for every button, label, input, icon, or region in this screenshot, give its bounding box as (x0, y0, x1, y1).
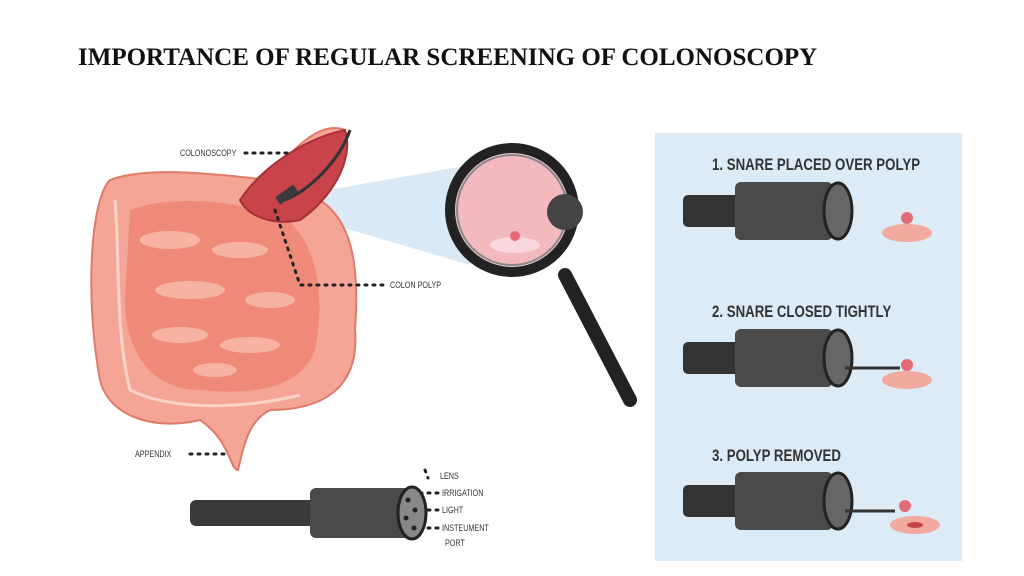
label-instrument-port-2: PORT (445, 538, 465, 548)
label-light: LIGHT (442, 505, 464, 515)
step-1-label: 1. SNARE PLACED OVER POLYP (712, 155, 921, 174)
label-appendix: APPENDIX (135, 449, 172, 459)
step-2-label: 2. SNARE CLOSED TIGHTLY (712, 302, 892, 321)
label-lens: LENS (440, 471, 459, 481)
step-scopes (683, 181, 940, 534)
label-irrigation: IRRIGATION (442, 488, 484, 498)
label-instrument-port: INSTEUMENT (442, 523, 489, 533)
label-colon-polyp: COLON POLYP (390, 280, 442, 290)
colonoscope-tip-illustration (190, 485, 428, 541)
page-title: IMPORTANCE OF REGULAR SCREENING OF COLON… (78, 44, 818, 71)
view-cone (300, 165, 470, 265)
intestine-illustration (90, 127, 358, 472)
step-3-label: 3. POLYP REMOVED (712, 446, 841, 465)
label-colonoscopy: COLONOSCOPY (180, 148, 237, 158)
magnifier-illustration (445, 143, 637, 407)
